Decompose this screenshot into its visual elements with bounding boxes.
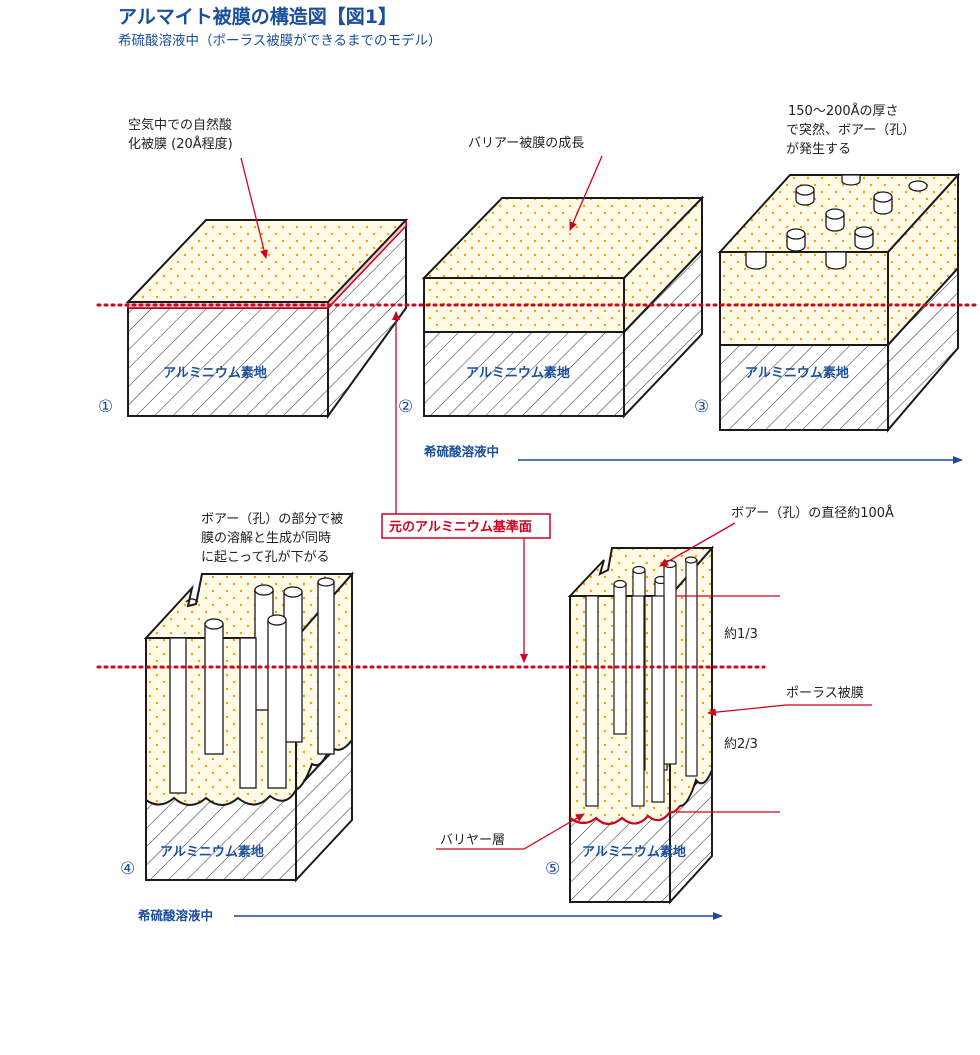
stage-1-leader [240, 157, 268, 259]
stage-2-leader [569, 155, 603, 231]
stage-1-block [125, 218, 409, 420]
stage-2-block [421, 195, 705, 419]
stage-5-annotation: ボアー（孔）の直径約100Å [731, 505, 894, 521]
stage-4-block [143, 571, 355, 883]
stage-2-base-label: アルミニウム素地 [466, 365, 570, 381]
porous-film-label: ポーラス被膜 [786, 686, 864, 701]
upper-ratio-label: 約1/3 [724, 627, 758, 642]
flow-label-2: 希硫酸溶液中 [137, 908, 213, 923]
stage-3-annotation-line-1: 150～200Åの厚さ [788, 103, 899, 119]
stage-2-number: ② [398, 397, 413, 417]
stage-5-block [567, 545, 715, 905]
stage-5-number: ⑤ [545, 859, 560, 879]
stage-4-annotation-line-2: 膜の溶解と生成が同時 [201, 531, 331, 546]
stage-4-annotation-line-3: に起こって孔が下がる [201, 550, 329, 565]
stage-1-base-label: アルミニウム素地 [163, 365, 267, 381]
page-subtitle: 希硫酸溶液中（ポーラス被膜ができるまでのモデル） [118, 32, 441, 49]
stage-1-number: ① [98, 397, 113, 417]
stage-3-annotation-line-2: で突然、ボアー（孔） [786, 122, 915, 138]
stage-2-annotation: バリアー被膜の成長 [468, 136, 584, 151]
reference-plane-label: 元のアルミニウム基準面 [389, 519, 532, 535]
porous-film-leader [707, 704, 872, 717]
stage-3-annotation-line-3: が発生する [786, 142, 851, 157]
stage-5-base-label: アルミニウム素地 [582, 844, 686, 860]
stage-4-base-label: アルミニウム素地 [160, 844, 264, 860]
reference-plane-box [381, 513, 551, 539]
page-title: アルマイト被膜の構造図【図1】 [118, 5, 397, 28]
pore-diameter-leader [659, 522, 736, 567]
stage-1-annotation-line-2: 化被膜 (20Å程度) [128, 136, 233, 152]
stage-3-block [717, 172, 961, 433]
stage-1-annotation-line-1: 空気中での自然酸 [128, 117, 232, 133]
barrier-layer-label: バリヤー層 [440, 833, 505, 848]
flow-label-1: 希硫酸溶液中 [423, 444, 499, 459]
stage-3-base-label: アルミニウム素地 [745, 365, 849, 381]
lower-ratio-label: 約2/3 [724, 737, 758, 752]
stage-4-number: ④ [120, 859, 135, 879]
barrier-layer-leader [436, 813, 585, 850]
stage-4-annotation-line-1: ボアー（孔）の部分で被 [201, 512, 343, 527]
stage-3-number: ③ [694, 397, 709, 417]
